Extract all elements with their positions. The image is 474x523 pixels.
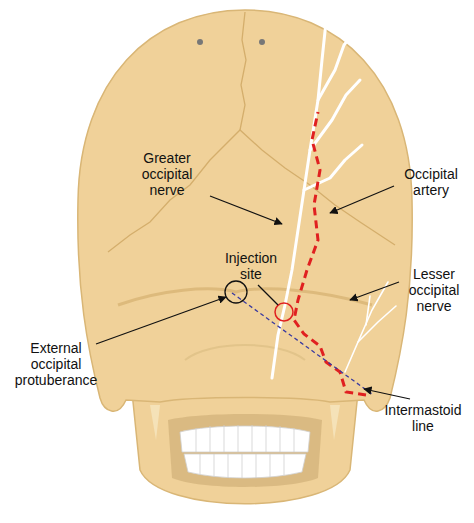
parietal-foramen	[259, 39, 265, 45]
intermastoid-line	[232, 293, 372, 394]
styloid-process	[150, 405, 160, 440]
anatomy-label: Injection site	[218, 250, 284, 282]
parietal-foramen	[197, 39, 203, 45]
sagittal-suture	[240, 12, 246, 130]
protuberance-marker	[225, 281, 247, 303]
leader-lines	[96, 186, 410, 399]
anatomy-label: Greater occipital nerve	[126, 150, 208, 198]
styloid-process	[330, 405, 340, 440]
foramen-edge	[185, 345, 305, 360]
cranium	[78, 10, 412, 411]
anatomy-label: Intermastoid line	[378, 402, 468, 434]
lambdoid-suture	[108, 130, 395, 252]
mouth-shadow	[168, 414, 322, 487]
anatomy-label: External occipital protuberance	[6, 340, 106, 388]
teeth	[180, 425, 310, 478]
greater-occipital-nerve	[272, 22, 362, 378]
anatomy-label: Occipital artery	[396, 166, 466, 198]
lesser-occipital-nerve	[345, 282, 396, 372]
injection-marker	[275, 303, 293, 321]
mandible	[132, 392, 358, 504]
anatomy-label: Lesser occipital nerve	[400, 266, 468, 314]
occipital-artery	[294, 112, 366, 395]
